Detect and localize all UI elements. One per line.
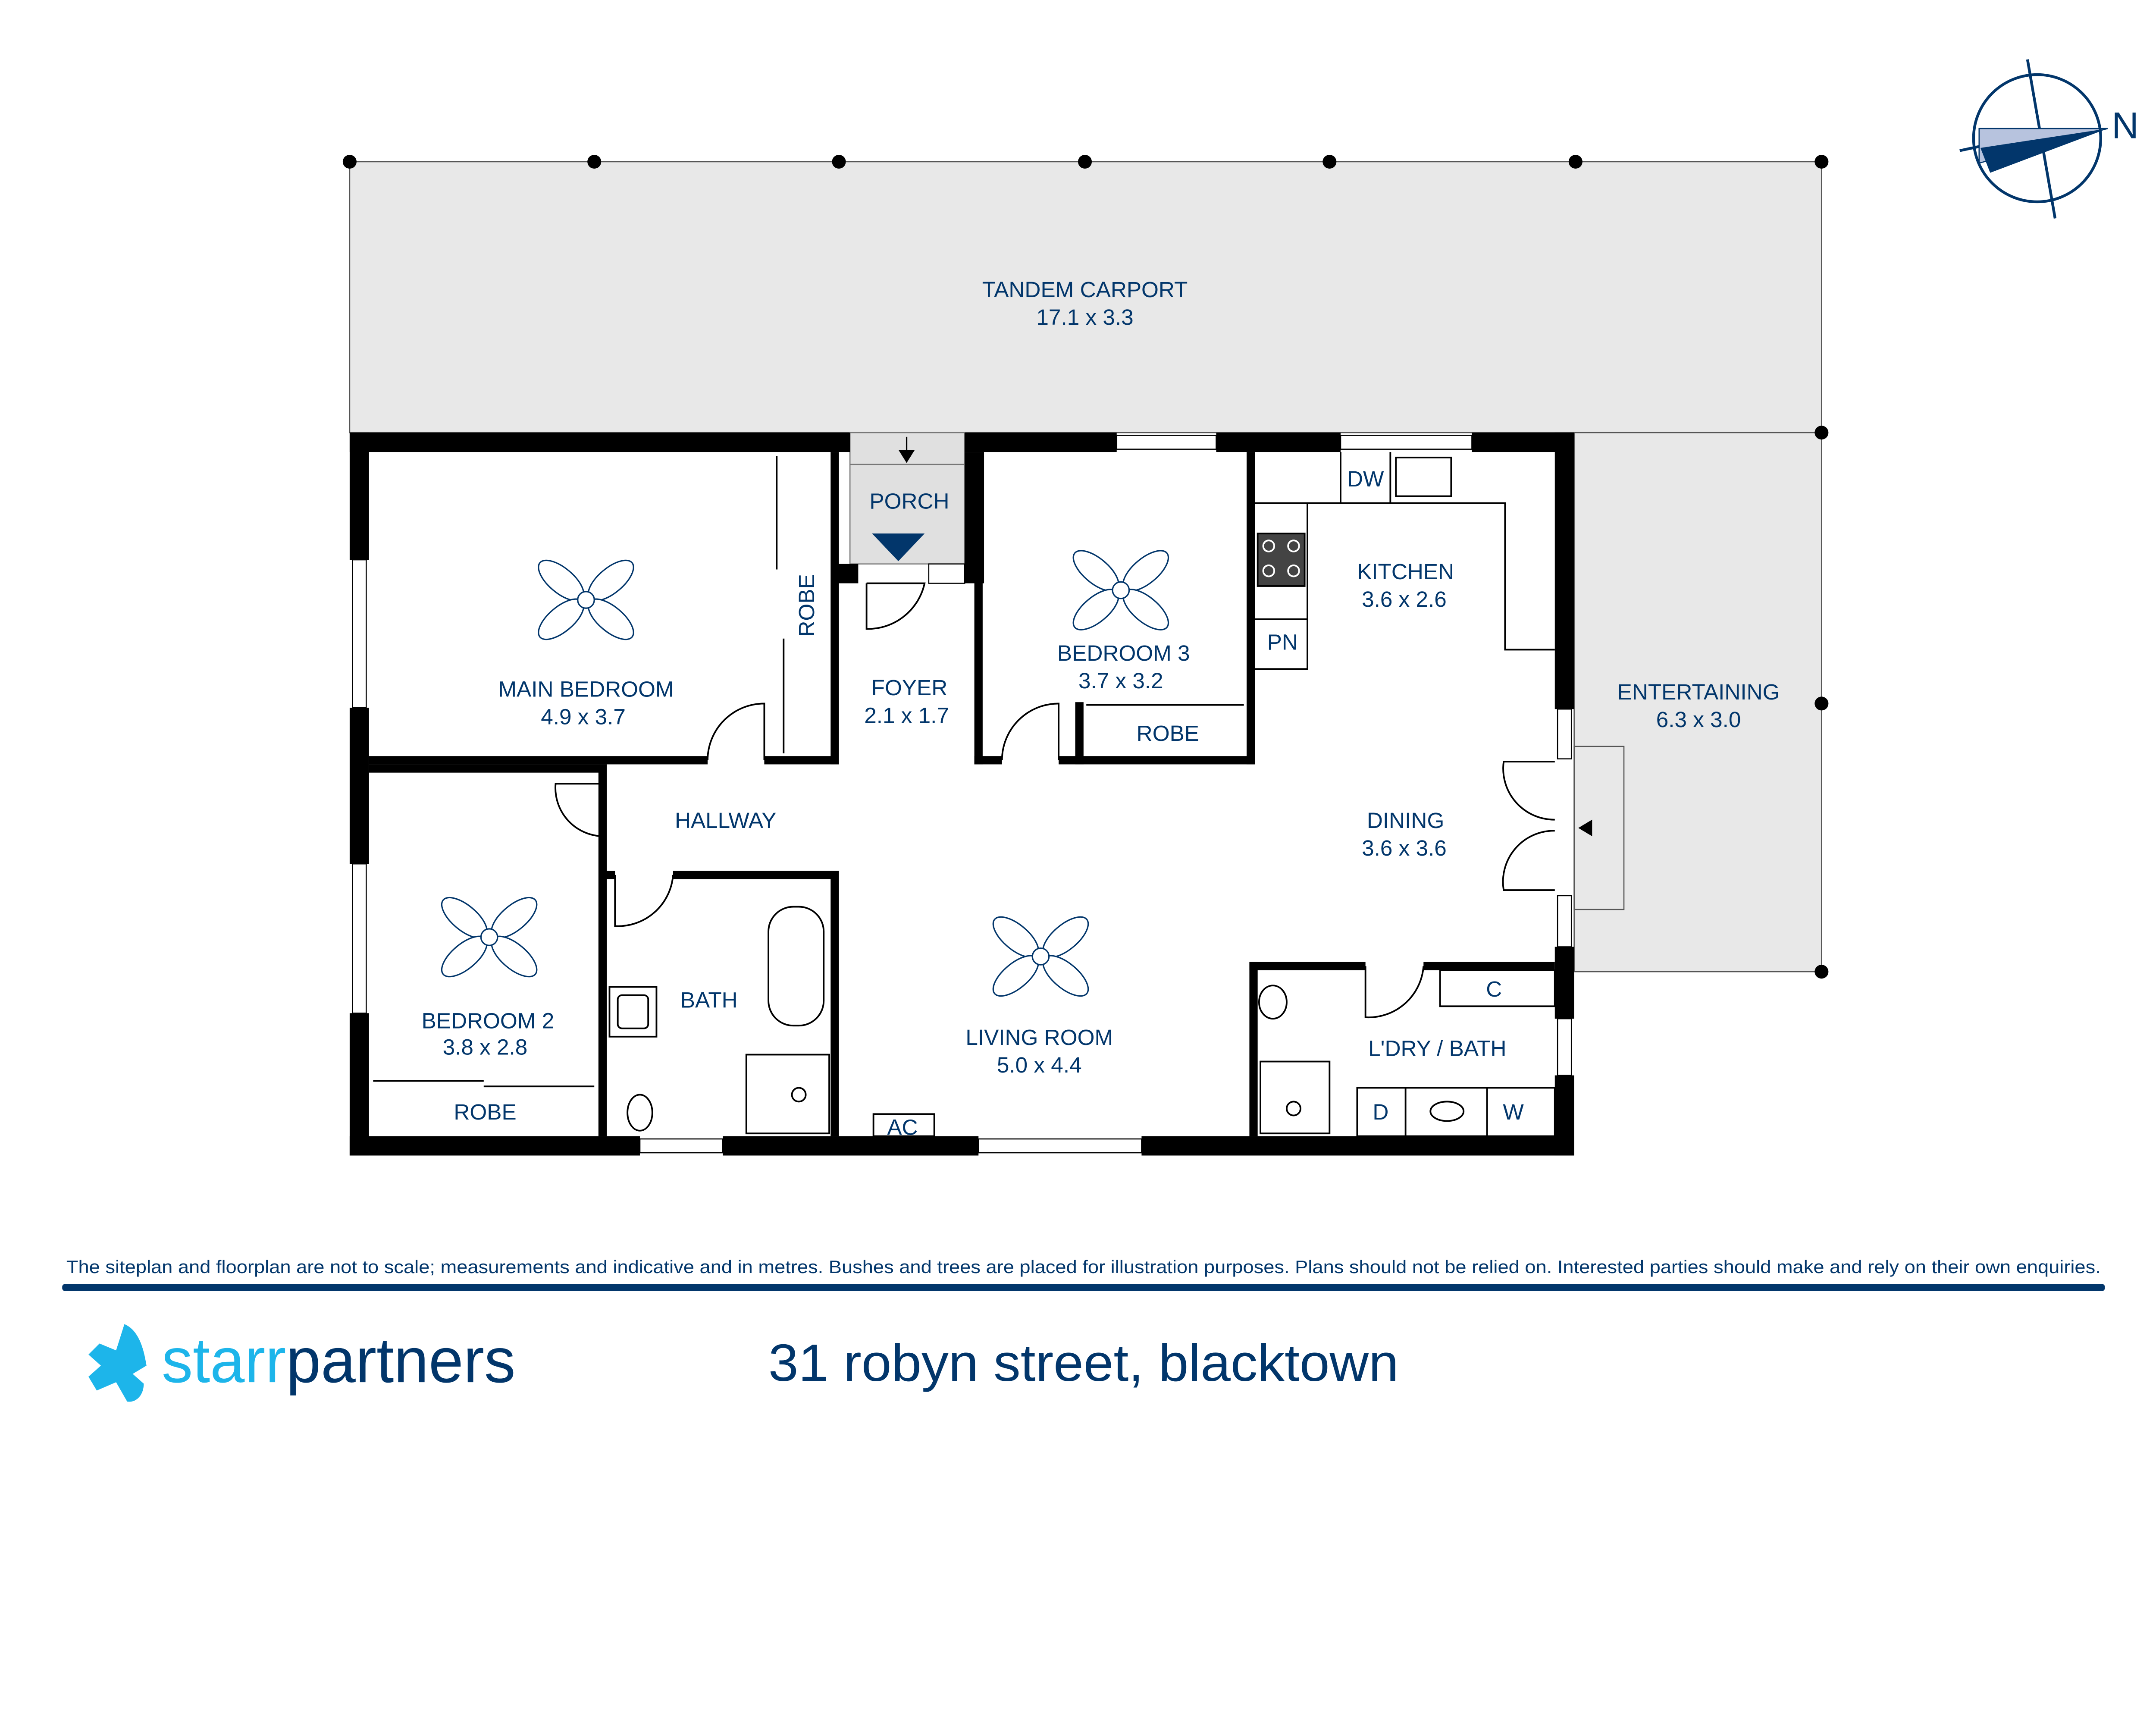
brand-part1: starr	[162, 1325, 286, 1396]
ceiling-fan-icon	[992, 916, 1089, 997]
living-name: LIVING ROOM	[965, 1025, 1113, 1050]
floorplan: TANDEM CARPORT 17.1 x 3.3 MAIN BEDROOM 4…	[62, 59, 2139, 1402]
laundry-name: L'DRY / BATH	[1368, 1036, 1506, 1061]
north-label: N	[2112, 105, 2138, 147]
pantry-label: PN	[1267, 630, 1298, 654]
entertaining-area	[1573, 432, 1822, 972]
hallway-name: HALLWAY	[675, 808, 776, 833]
porch-name: PORCH	[869, 489, 949, 513]
dishwasher-label: DW	[1347, 467, 1384, 491]
carport-area	[349, 161, 1822, 433]
disclaimer: The siteplan and floorplan are not to sc…	[66, 1257, 2101, 1277]
bedroom3-size: 3.7 x 3.2	[1078, 668, 1163, 693]
ac-label: AC	[887, 1115, 918, 1139]
doors	[373, 456, 1555, 1088]
main-bedroom-name: MAIN BEDROOM	[498, 677, 674, 701]
ceiling-fan-icon	[1072, 550, 1169, 630]
ceiling-fan-icon	[441, 897, 538, 978]
bedroom2-robe-label: ROBE	[454, 1100, 516, 1124]
post-dots	[342, 154, 1829, 979]
bedroom2-name: BEDROOM 2	[422, 1009, 555, 1033]
brand-part2: partners	[286, 1325, 515, 1396]
kitchen-fixtures	[608, 452, 1556, 1137]
walls	[349, 433, 1574, 1156]
footer-divider	[62, 1284, 2105, 1291]
down-arrow-icon	[898, 436, 915, 463]
bedroom3-name: BEDROOM 3	[1057, 641, 1190, 665]
carport-size: 17.1 x 3.3	[1036, 305, 1133, 329]
bedroom2-size: 3.8 x 2.8	[443, 1035, 528, 1060]
kitchen-size: 3.6 x 2.6	[1362, 587, 1447, 612]
windows	[352, 435, 1572, 1154]
foyer-name: FOYER	[871, 675, 948, 700]
carport-name: TANDEM CARPORT	[982, 277, 1188, 302]
ceiling-fan-icon	[538, 559, 634, 640]
entertaining-size: 6.3 x 3.0	[1656, 707, 1741, 732]
main-robe-label: ROBE	[794, 574, 819, 637]
entry-arrow-icon	[872, 533, 925, 561]
room-labels: TANDEM CARPORT 17.1 x 3.3 MAIN BEDROOM 4…	[422, 277, 1780, 1139]
dining-name: DINING	[1367, 808, 1444, 833]
entertaining-arrow-icon	[1578, 819, 1592, 837]
kitchen-name: KITCHEN	[1357, 559, 1454, 584]
starrpartners-logo: starr partners	[88, 1324, 516, 1402]
cupboard-label: C	[1486, 977, 1502, 1001]
living-size: 5.0 x 4.4	[997, 1053, 1082, 1077]
washer-label: W	[1503, 1100, 1524, 1124]
entertaining-name: ENTERTAINING	[1617, 680, 1780, 704]
dining-size: 3.6 x 3.6	[1362, 836, 1447, 860]
main-bedroom-size: 4.9 x 3.7	[541, 704, 626, 729]
north-arrow-icon: N	[1959, 59, 2139, 219]
foyer-size: 2.1 x 1.7	[864, 703, 949, 728]
bath-name: BATH	[680, 988, 738, 1013]
dryer-label: D	[1373, 1100, 1388, 1124]
property-address: 31 robyn street, blacktown	[768, 1333, 1399, 1392]
bedroom3-robe-label: ROBE	[1137, 721, 1199, 746]
